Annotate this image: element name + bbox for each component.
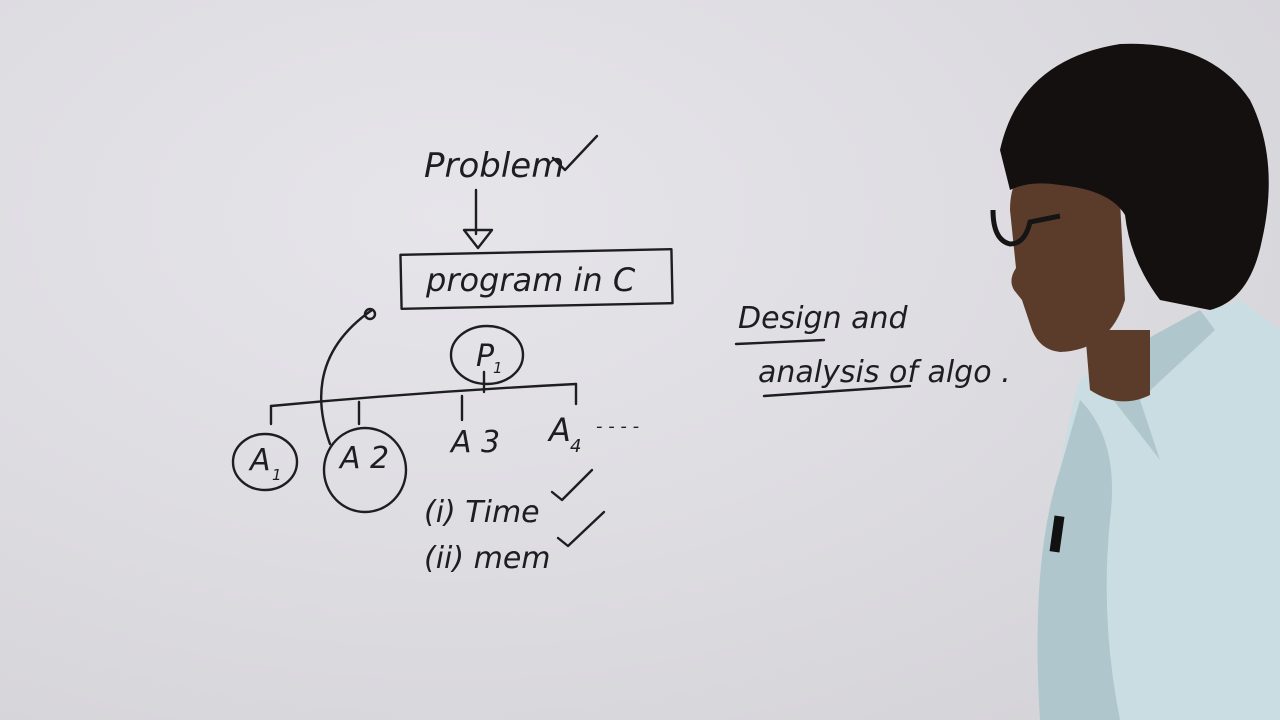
- problem-text: Problem: [424, 146, 564, 186]
- down-arrow-head: [462, 228, 494, 250]
- a1-text: A: [248, 443, 271, 478]
- p1-subscript: 1: [493, 359, 503, 377]
- curved-arrow: [319, 308, 374, 446]
- face: [1010, 150, 1125, 352]
- glasses: [990, 209, 1061, 247]
- shirt-shadow: [1037, 400, 1120, 720]
- a4-subscript: 4: [570, 436, 581, 457]
- mem-text: (ii) mem: [424, 541, 551, 576]
- p1-circle: [449, 324, 525, 386]
- problem-checkmark: [551, 134, 599, 172]
- neck: [1085, 330, 1150, 402]
- analysis-underline: [762, 384, 912, 398]
- a3-text: A 3: [449, 425, 500, 460]
- pen: [1049, 515, 1065, 553]
- ellipsis-dots: - - - -: [596, 416, 639, 437]
- a1-circle: [231, 432, 299, 492]
- analysis-text: analysis of algo .: [758, 355, 1011, 390]
- a2-circle: [322, 426, 408, 514]
- a2-text: A 2: [338, 441, 389, 476]
- design-text: Design and: [738, 301, 909, 336]
- hair: [1000, 43, 1269, 310]
- program-box: [399, 247, 674, 311]
- mem-checkmark: [556, 510, 606, 548]
- a1-subscript: 1: [272, 466, 282, 484]
- time-checkmark: [550, 468, 594, 502]
- person: [990, 43, 1280, 720]
- time-text: (i) Time: [424, 495, 540, 530]
- curved-arrow-head: [363, 307, 377, 321]
- design-underline: [734, 338, 826, 346]
- program-text: program in C: [425, 261, 636, 299]
- p1-text: P: [476, 339, 495, 374]
- shirt-collar: [1090, 310, 1215, 460]
- tree-branch-line: [269, 382, 578, 408]
- ear: [1090, 236, 1118, 280]
- a4-text: A: [547, 411, 571, 449]
